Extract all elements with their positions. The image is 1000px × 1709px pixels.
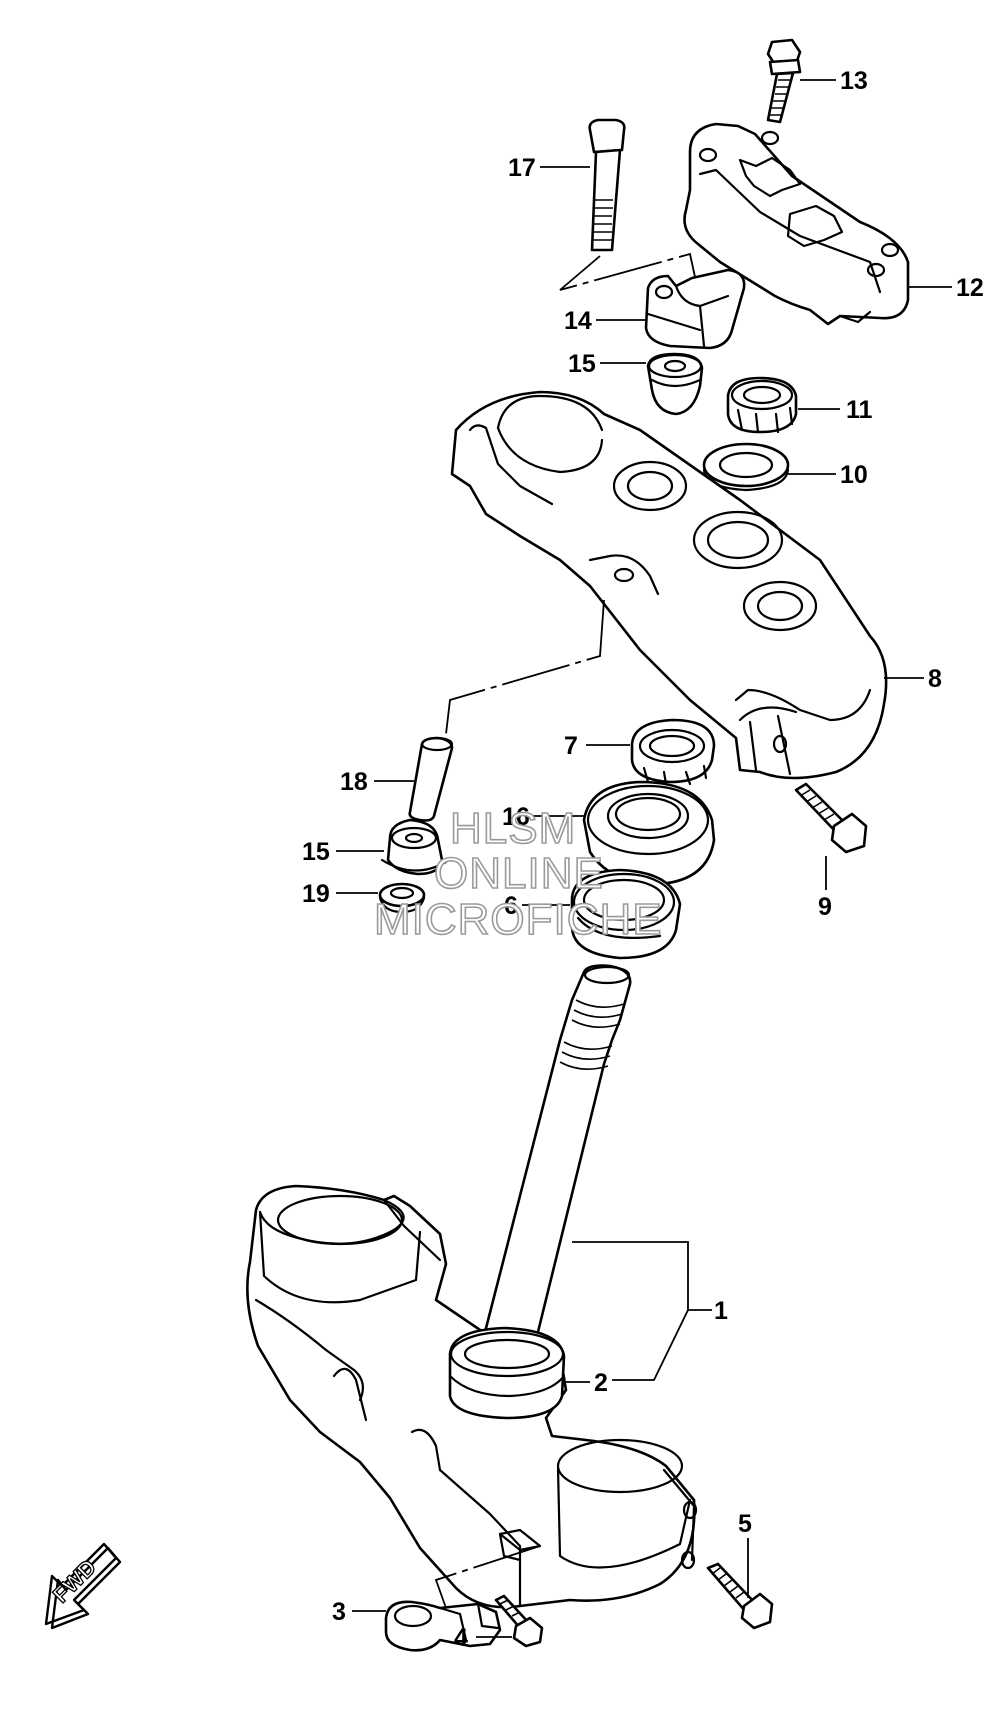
callout-1: 1 bbox=[714, 1297, 728, 1325]
part-13-bolt[interactable] bbox=[766, 38, 802, 124]
part-14-handlebar-holder[interactable] bbox=[644, 268, 746, 350]
part-6-bearing[interactable] bbox=[570, 868, 682, 960]
callout-2: 2 bbox=[594, 1369, 608, 1397]
callout-4: 4 bbox=[454, 1624, 468, 1652]
callout-3: 3 bbox=[332, 1598, 346, 1626]
part-7-lock-nut[interactable] bbox=[630, 718, 716, 786]
callout-5: 5 bbox=[738, 1510, 752, 1538]
part-15-cushion-upper[interactable] bbox=[646, 352, 704, 416]
callout-19: 19 bbox=[302, 880, 330, 908]
alignment-line-3 bbox=[434, 1545, 541, 1609]
part-4-bolt[interactable] bbox=[494, 1594, 544, 1648]
watermark: HLSM ONLINE MICROFICHE bbox=[373, 803, 663, 945]
leader-1-bracket bbox=[572, 1241, 712, 1381]
part-17-bolt[interactable] bbox=[588, 118, 626, 252]
callout-17: 17 bbox=[508, 154, 536, 182]
watermark-line-2: ONLINE bbox=[434, 849, 604, 898]
part-1-steering-stem-lower-bracket[interactable] bbox=[246, 964, 698, 1609]
part-16-dust-seal[interactable] bbox=[582, 780, 716, 886]
part-15-cushion-lower[interactable] bbox=[380, 818, 448, 876]
callout-13: 13 bbox=[840, 67, 868, 95]
part-5-bolt[interactable] bbox=[706, 1562, 774, 1630]
callout-15-upper: 15 bbox=[568, 350, 596, 378]
part-11-stem-nut[interactable] bbox=[726, 376, 798, 434]
part-2-lower-bearing[interactable] bbox=[448, 1326, 566, 1420]
part-19-washer[interactable] bbox=[378, 882, 426, 914]
part-8-upper-bracket[interactable] bbox=[450, 390, 888, 780]
part-3-cable-clamp[interactable] bbox=[384, 1600, 502, 1652]
fwd-arrow-icon: FWD bbox=[44, 1542, 122, 1630]
part-18-collar[interactable] bbox=[408, 736, 454, 822]
callout-16: 16 bbox=[502, 803, 530, 831]
callout-18: 18 bbox=[340, 768, 368, 796]
watermark-line-3: MICROFICHE bbox=[374, 895, 663, 944]
alignment-line-8-18 bbox=[445, 599, 605, 735]
callout-12: 12 bbox=[956, 274, 984, 302]
callout-11: 11 bbox=[846, 396, 873, 424]
watermark-line-1: HLSM bbox=[450, 804, 576, 853]
callout-10: 10 bbox=[840, 461, 868, 489]
callout-14: 14 bbox=[564, 307, 592, 335]
part-10-washer[interactable] bbox=[702, 442, 790, 492]
part-9-bolt[interactable] bbox=[794, 782, 868, 854]
callout-6: 6 bbox=[504, 892, 518, 920]
callout-8: 8 bbox=[928, 665, 942, 693]
callout-7: 7 bbox=[564, 732, 578, 760]
callout-9: 9 bbox=[818, 893, 832, 921]
callout-15-lower: 15 bbox=[302, 838, 330, 866]
